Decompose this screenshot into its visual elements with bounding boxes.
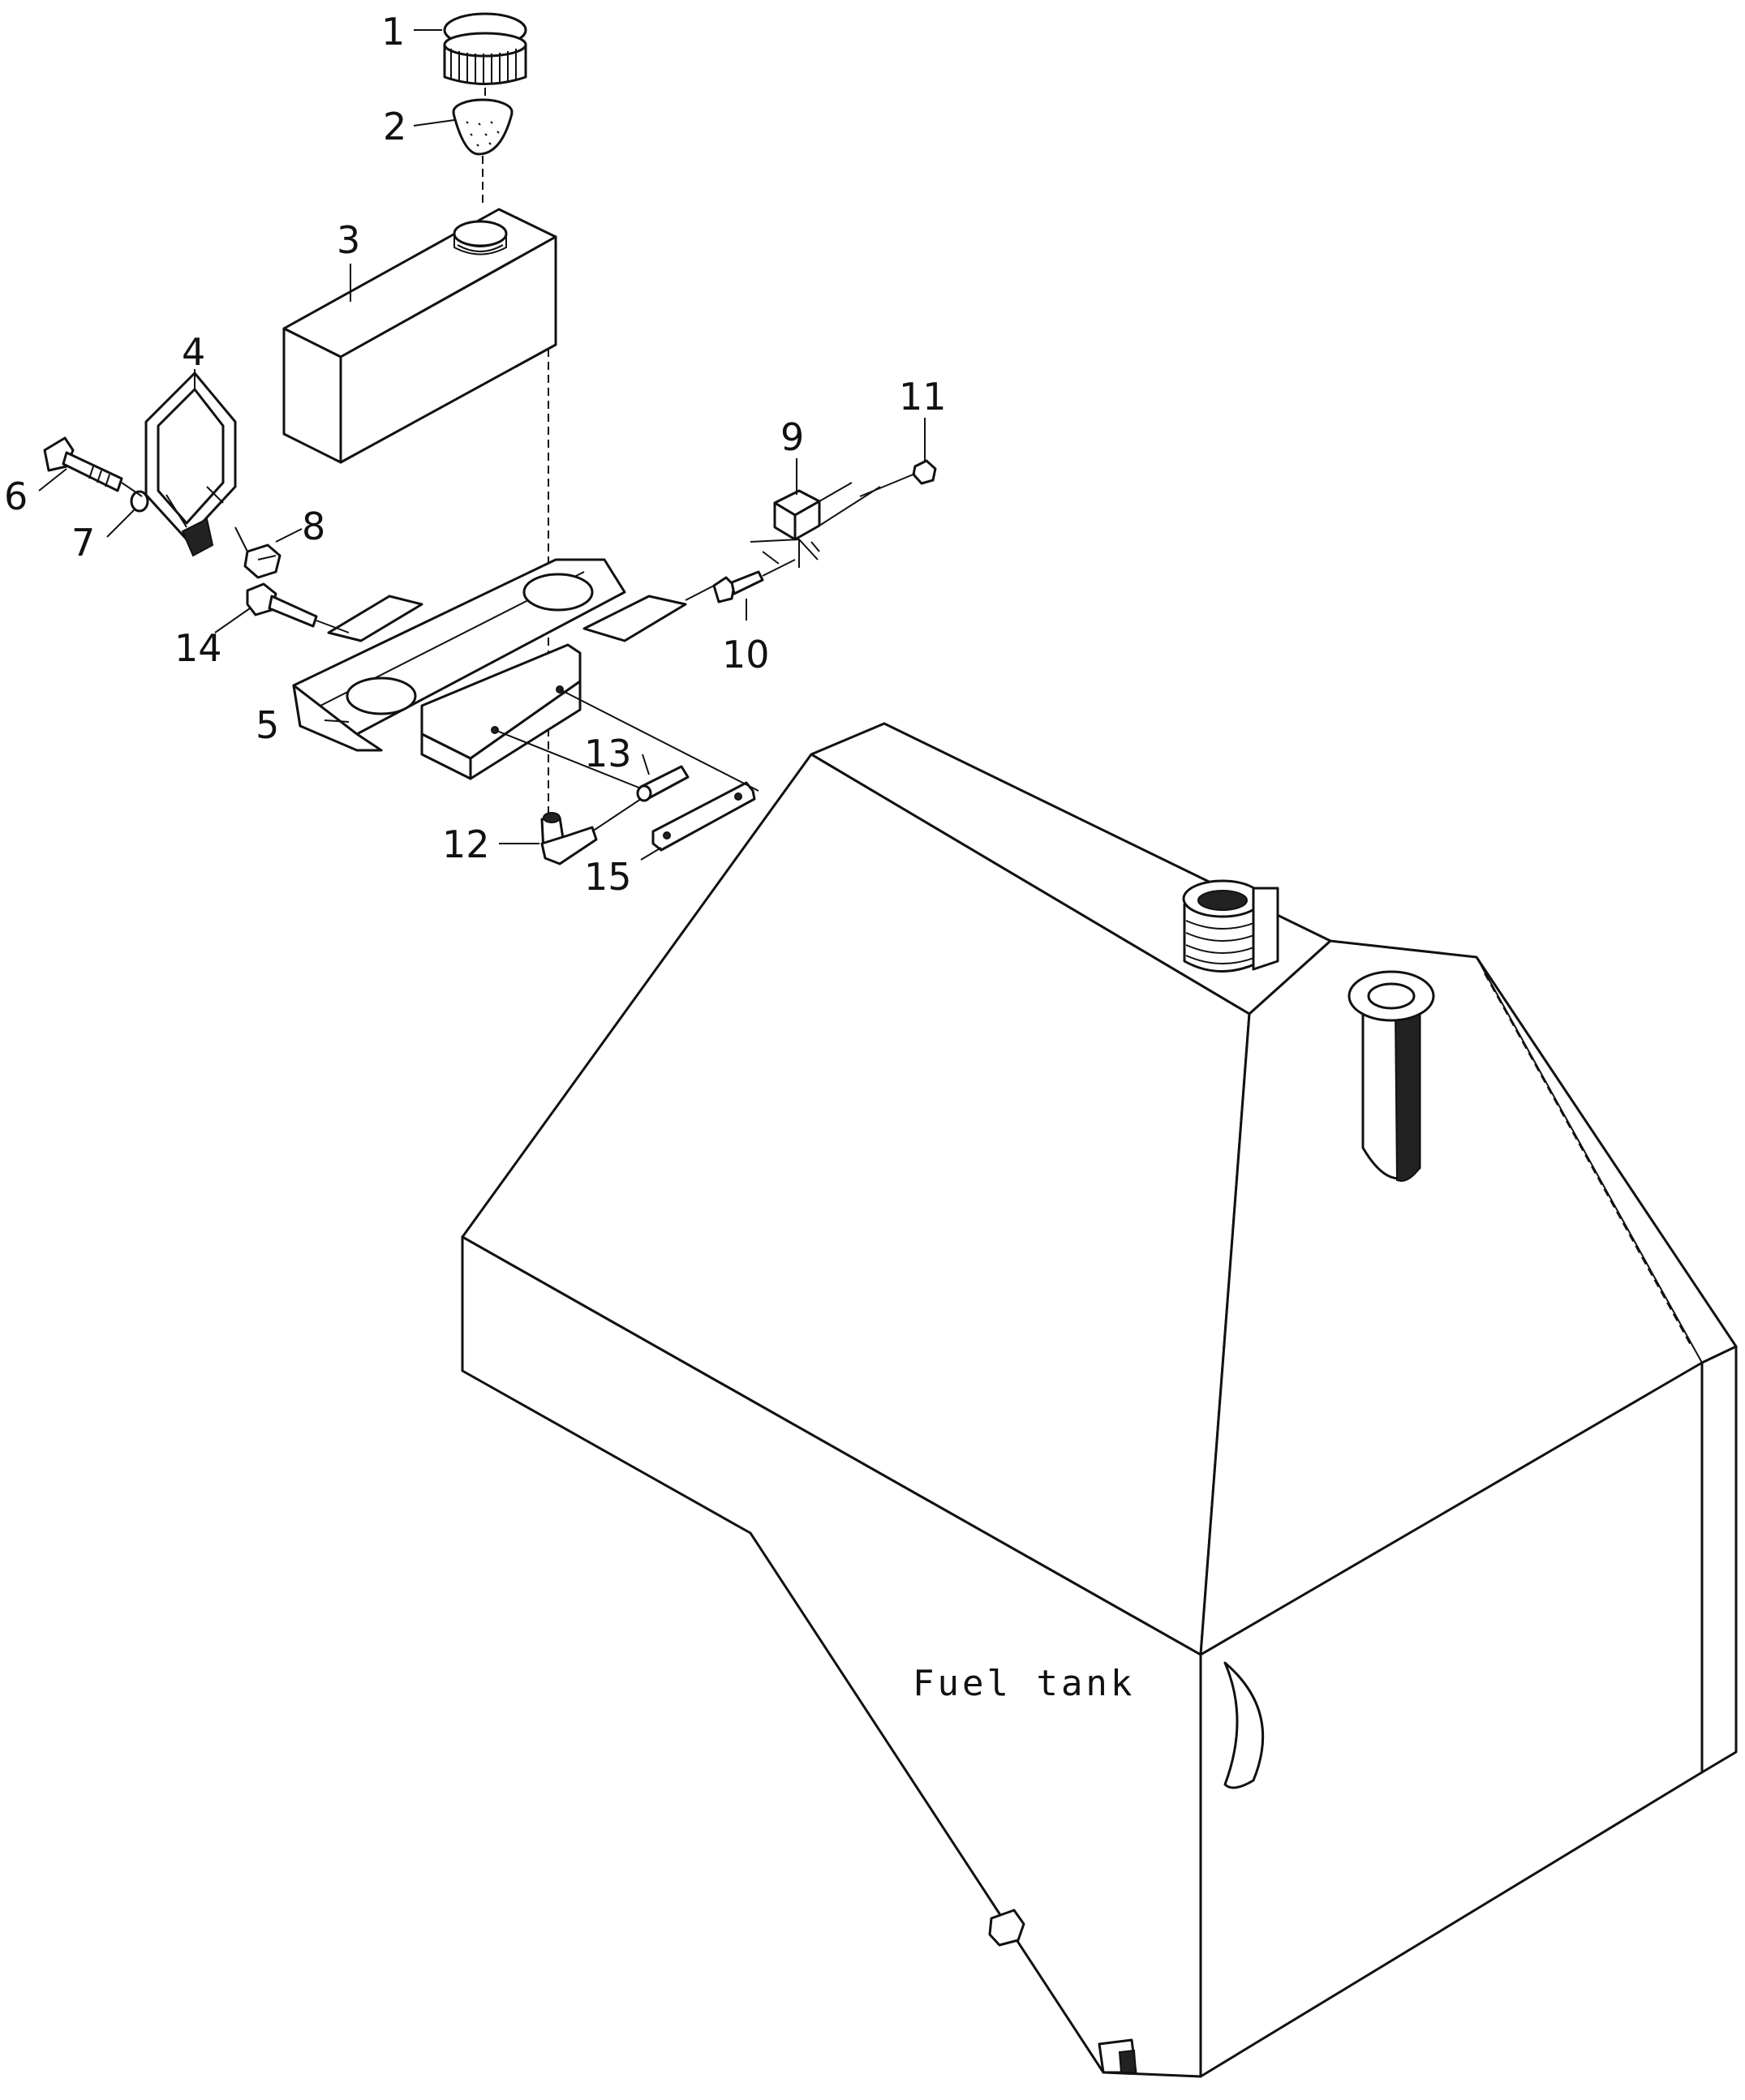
- callout-13: 13: [584, 732, 632, 775]
- leader-lines: [38, 29, 926, 861]
- retaining-frame: [144, 371, 237, 557]
- callout-5: 5: [256, 703, 279, 747]
- washer-7: [130, 490, 149, 513]
- fuel-tank: [461, 722, 1738, 2078]
- callout-7: 7: [71, 521, 95, 565]
- filler-cap: [443, 12, 527, 85]
- callout-3: 3: [337, 218, 360, 262]
- reserve-tank: [282, 208, 557, 464]
- clamp-bracket: [750, 482, 881, 568]
- pipe-13: [636, 765, 690, 802]
- fuel-tank-label: Fuel tank: [913, 1663, 1135, 1704]
- callout-15: 15: [584, 855, 632, 899]
- strainer: [452, 98, 514, 156]
- callout-11: 11: [899, 375, 947, 419]
- plate-15: [651, 781, 756, 852]
- bolt-14: [246, 582, 318, 628]
- callout-4: 4: [182, 330, 205, 374]
- nut-11: [912, 459, 937, 485]
- callout-2: 2: [383, 105, 406, 148]
- callout-10: 10: [722, 633, 770, 676]
- assembly-lines: [121, 473, 916, 832]
- callout-12: 12: [442, 822, 490, 866]
- elbow-fitting: [540, 812, 598, 865]
- callout-1: 1: [381, 10, 405, 54]
- callout-14: 14: [174, 626, 222, 670]
- callout-labels: 1 2 3 4 5 6 7 8 9 10 11 12 13 14 15: [4, 10, 947, 899]
- mounting-tray: [292, 558, 687, 780]
- nut-8: [243, 543, 282, 579]
- callout-9: 9: [780, 415, 804, 459]
- bolt-6: [43, 436, 123, 492]
- callout-6: 6: [4, 475, 28, 518]
- callout-8: 8: [302, 505, 325, 548]
- bolt-10: [712, 570, 764, 603]
